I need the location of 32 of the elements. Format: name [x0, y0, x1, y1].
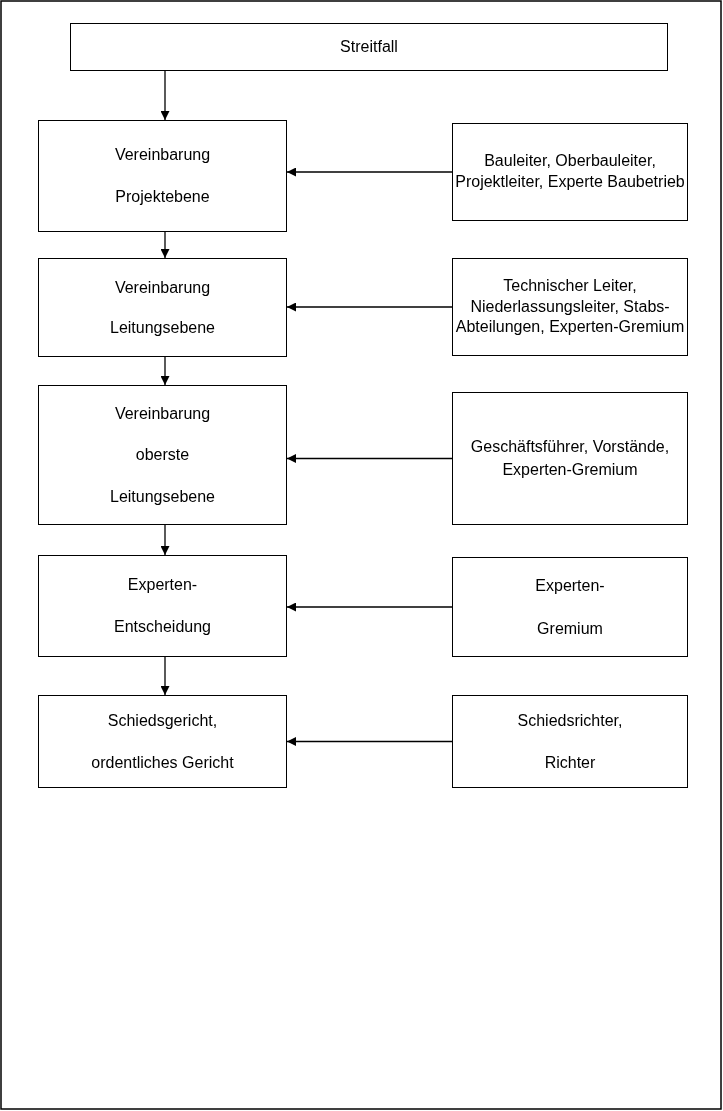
process-box — [38, 555, 287, 657]
node-label: Vereinbarung Projektebene — [113, 145, 212, 207]
node-label: Schiedsgericht, ordentliches Gericht — [90, 710, 235, 773]
participants-box — [452, 695, 688, 788]
arrow — [286, 602, 453, 612]
arrow — [286, 167, 453, 177]
participants-box — [452, 557, 688, 657]
process-box — [38, 385, 287, 525]
arrow — [160, 356, 170, 386]
node-label: Geschäftsführer, Vorstände, Experten-Gremium — [469, 437, 671, 480]
process-box — [38, 120, 287, 232]
participants-box — [452, 392, 688, 525]
node-label: Streitfall — [339, 37, 399, 57]
node-label: Experten- Gremium — [534, 575, 606, 639]
process-box — [38, 695, 287, 788]
participants-box — [452, 258, 688, 356]
arrow — [160, 656, 170, 696]
node-label: Vereinbarung Leitungsebene — [109, 277, 216, 338]
node-label: Vereinbarung oberste Leitungsebene — [109, 403, 216, 507]
arrow — [160, 231, 170, 259]
node-label: Experten- Entscheidung — [113, 575, 212, 637]
arrow — [160, 70, 170, 121]
node-label: Schiedsrichter, Richter — [516, 710, 624, 773]
node-label: Bauleiter, Oberbauleiter, Projektleiter, Experte Baubetrieb — [455, 151, 685, 192]
participants-box — [452, 123, 688, 221]
start-box — [70, 23, 668, 71]
process-box — [38, 258, 287, 357]
arrow — [286, 302, 453, 312]
node-label: Technischer Leiter, Niederlassungsleiter, Stabs-Abteilungen, Experten-Gremium — [455, 275, 685, 338]
arrow — [286, 737, 453, 746]
arrow — [286, 454, 453, 463]
arrow — [160, 524, 170, 556]
